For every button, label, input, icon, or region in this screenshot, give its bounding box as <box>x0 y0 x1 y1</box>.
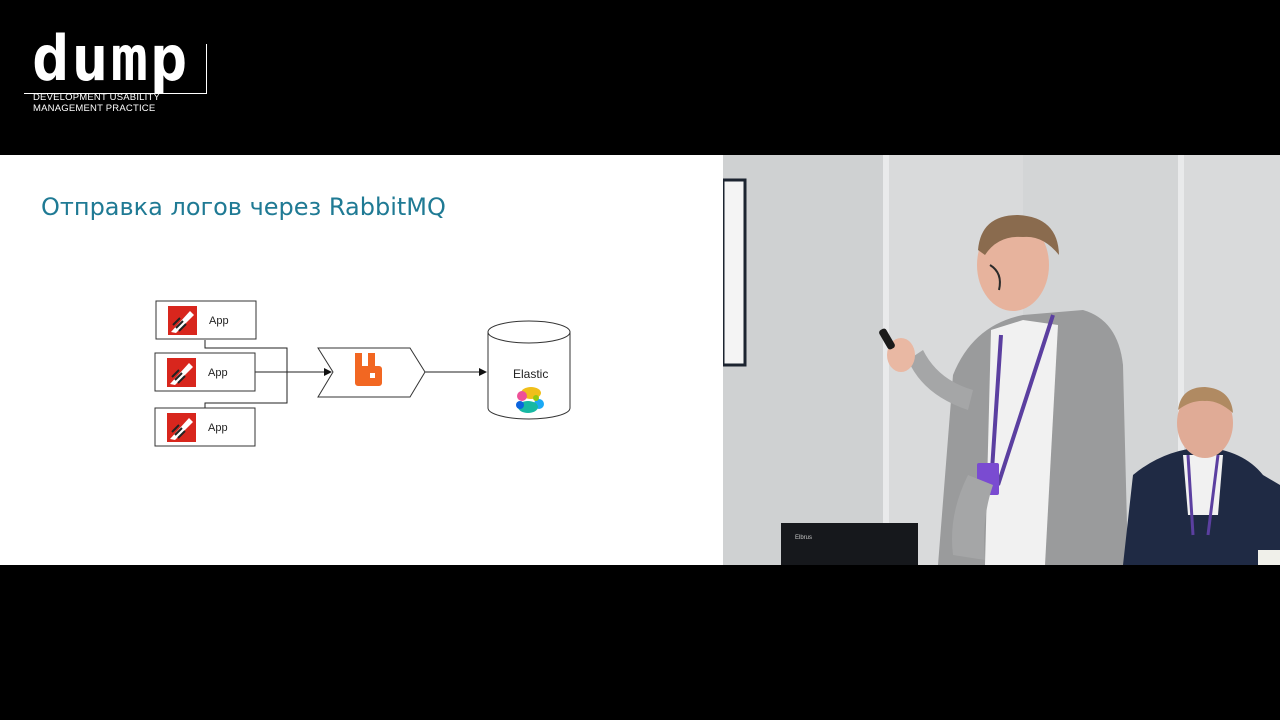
elastic-label: Elastic <box>513 367 548 381</box>
logo-subtitle-line-1: DEVELOPMENT USABILITY <box>33 92 161 103</box>
logo-subtitle-line-2: MANAGEMENT PRACTICE <box>33 103 156 114</box>
dump-logo: dump DEVELOPMENT USABILITY MANAGEMENT PR… <box>24 28 214 124</box>
logo-divider-horizontal <box>24 93 207 94</box>
elastic-storage-node: Elastic <box>487 320 571 420</box>
logo-divider-vertical <box>206 44 207 94</box>
app-icon <box>167 358 196 387</box>
logo-word: dump <box>32 22 190 95</box>
architecture-diagram: App App App <box>154 300 571 447</box>
app-label: App <box>208 367 228 379</box>
presentation-slide: Отправка логов через RabbitMQ App <box>0 155 723 565</box>
laptop-label: Elbrus <box>795 535 812 541</box>
app-label: App <box>209 315 229 327</box>
app-node-2: App <box>154 352 256 392</box>
app-label: App <box>208 422 228 434</box>
elastic-icon <box>516 387 544 413</box>
logo-subtitle: DEVELOPMENT USABILITY MANAGEMENT PRACTIC… <box>33 92 160 114</box>
connector-lines <box>204 340 487 408</box>
app-icon <box>168 306 197 335</box>
rabbitmq-queue-node <box>317 347 426 398</box>
app-icon <box>167 413 196 442</box>
app-node-3: App <box>154 407 256 447</box>
slide-title: Отправка логов через RabbitMQ <box>41 193 446 221</box>
rabbitmq-icon <box>355 353 382 386</box>
app-node-1: App <box>155 300 257 340</box>
speaker-scene: Elbrus <box>723 155 1280 565</box>
speaker-video-feed: Elbrus <box>723 155 1280 565</box>
